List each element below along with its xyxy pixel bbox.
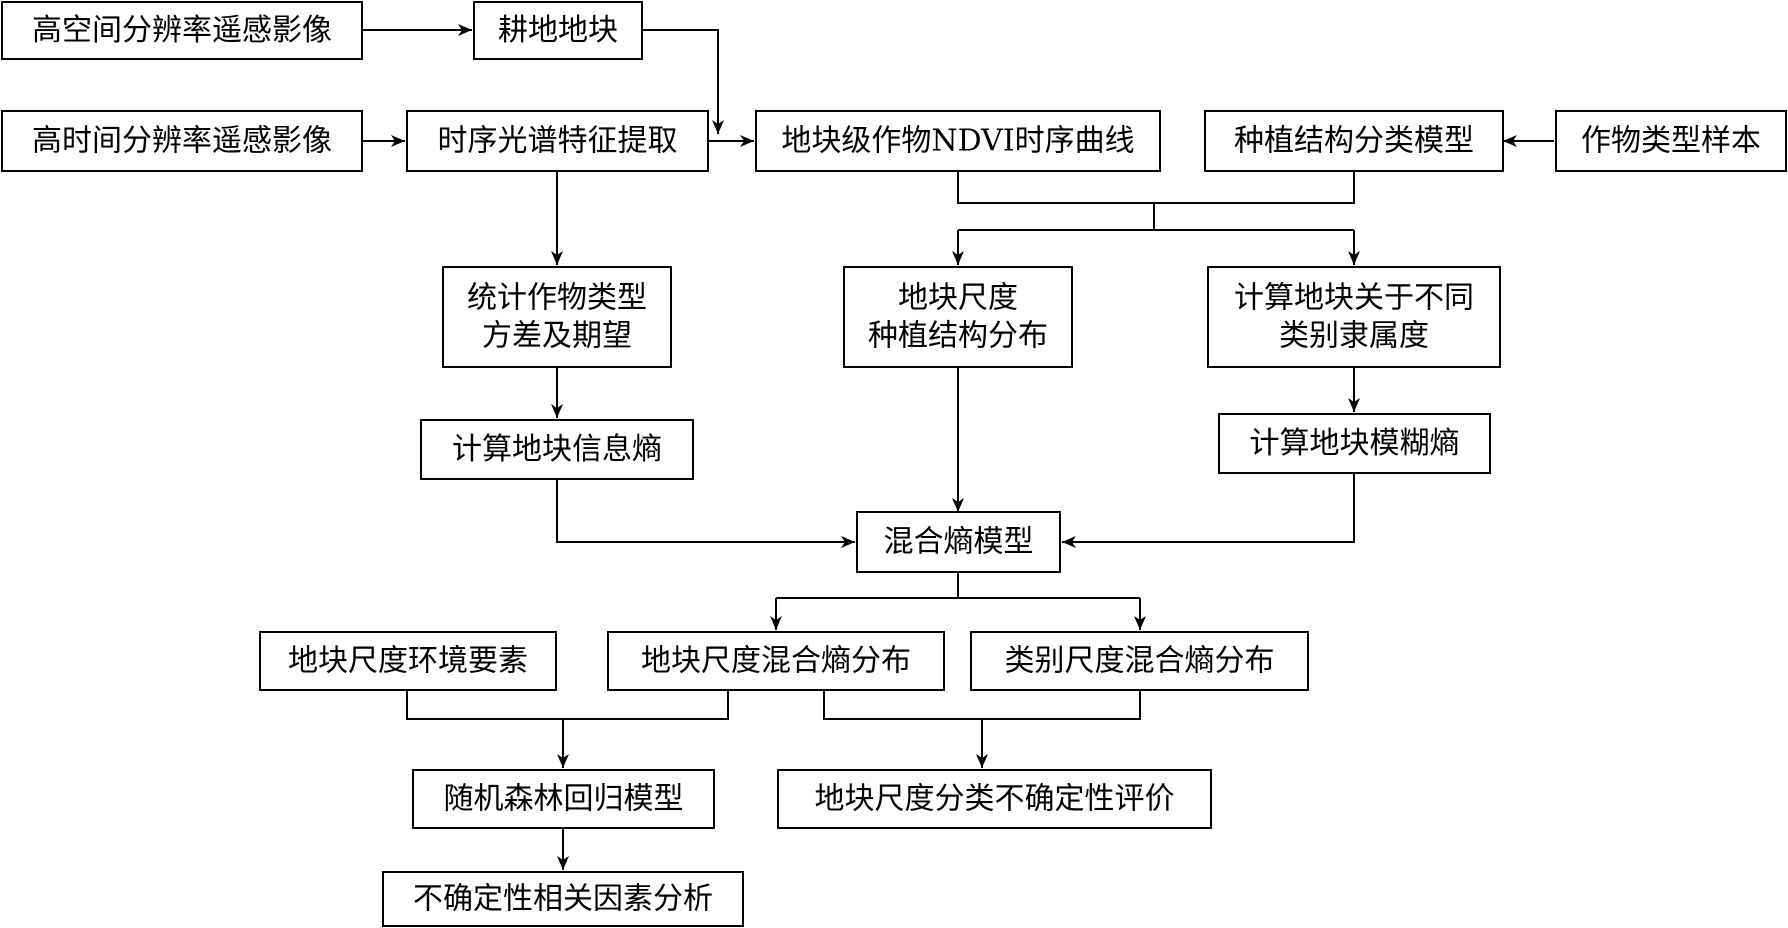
node-classmix: 类别尺度混合熵分布 [970, 631, 1309, 691]
arrow-infoent-to-mixmodel [556, 479, 855, 548]
node-label: 计算地块模糊熵 [1250, 426, 1460, 461]
node-field: 耕地地块 [473, 1, 643, 60]
node-box [1218, 413, 1491, 474]
node-extract: 时序光谱特征提取 [406, 110, 709, 172]
node-label: 计算地块信息熵 [452, 432, 662, 467]
node-samples: 作物类型样本 [1555, 110, 1787, 172]
node-box [1, 1, 363, 60]
node-box [1555, 110, 1787, 172]
node-box [843, 266, 1073, 368]
node-ndvi: 地块级作物NDVI时序曲线 [755, 110, 1161, 172]
node-label: 高时间分辨率遥感影像 [32, 124, 332, 159]
node-box [970, 631, 1309, 691]
node-htr: 高时间分辨率遥感影像 [1, 110, 363, 172]
node-label: 种植结构分类模型 [1234, 124, 1474, 159]
node-label: 混合熵模型 [884, 525, 1034, 560]
node-box [755, 110, 1161, 172]
node-label: 地块尺度混合熵分布 [641, 644, 911, 679]
node-box [473, 1, 643, 60]
node-eval: 地块尺度分类不确定性评价 [777, 769, 1212, 829]
node-label: 类别隶属度 [1279, 319, 1429, 354]
node-box [856, 511, 1061, 573]
node-classmodel: 种植结构分类模型 [1204, 110, 1504, 172]
node-label: 地块尺度环境要素 [288, 644, 528, 679]
node-box [406, 110, 709, 172]
node-box [420, 419, 694, 480]
node-fuzzyent: 计算地块模糊熵 [1218, 413, 1491, 474]
node-plotmix: 地块尺度混合熵分布 [607, 631, 945, 691]
node-label: 地块尺度分类不确定性评价 [815, 782, 1175, 817]
node-box [259, 631, 557, 691]
node-label: 随机森林回归模型 [444, 782, 684, 817]
node-box [777, 769, 1212, 829]
node-label: 类别尺度混合熵分布 [1005, 644, 1275, 679]
node-env: 地块尺度环境要素 [259, 631, 557, 691]
node-infoent: 计算地块信息熵 [420, 419, 694, 480]
node-label: 地块尺度 [898, 281, 1018, 316]
connector-mixmodel-split [776, 572, 1140, 599]
node-label: 计算地块关于不同 [1234, 281, 1474, 316]
connector-ndvi-classmodel-merge [957, 171, 1355, 204]
node-label: 时序光谱特征提取 [438, 124, 678, 159]
node-box [1207, 266, 1501, 368]
node-label: 地块级作物NDVI时序曲线 [781, 124, 1134, 159]
connector-env-plotmix-merge [406, 690, 729, 720]
node-box [1204, 110, 1504, 172]
node-rf: 随机森林回归模型 [412, 769, 715, 829]
node-hsr: 高空间分辨率遥感影像 [1, 1, 363, 60]
arrow-field-to-ndvi [642, 29, 724, 134]
connectors [362, 24, 1554, 870]
arrow-fuzzyent-to-mixmodel [1062, 473, 1355, 548]
node-box [607, 631, 945, 691]
node-label: 耕地地块 [498, 13, 618, 48]
node-label: 方差及期望 [482, 319, 632, 354]
node-label: 统计作物类型 [467, 281, 647, 316]
node-factors: 不确定性相关因素分析 [382, 871, 744, 927]
node-label: 种植结构分布 [868, 319, 1048, 354]
node-box [1, 110, 363, 172]
node-mixmodel: 混合熵模型 [856, 511, 1061, 573]
node-box [382, 871, 744, 927]
node-label: 高空间分辨率遥感影像 [32, 13, 332, 48]
connector-merge-stem [958, 203, 1354, 231]
node-box [412, 769, 715, 829]
node-label: 不确定性相关因素分析 [413, 882, 713, 917]
node-box [442, 266, 672, 368]
node-label: 作物类型样本 [1581, 124, 1761, 159]
connector-plotmix-classmix-merge [823, 690, 1141, 720]
